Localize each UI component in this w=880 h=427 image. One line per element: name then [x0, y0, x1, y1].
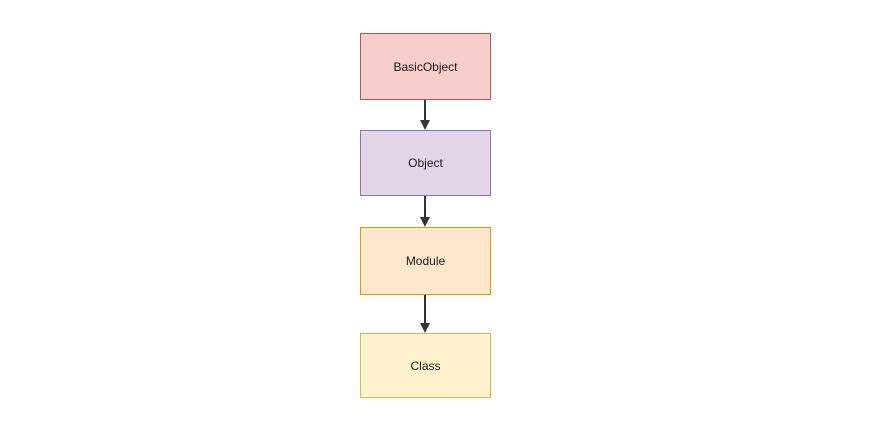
node-module-label: Module — [405, 254, 446, 268]
node-module: Module — [360, 227, 491, 295]
arrow-line — [424, 295, 426, 323]
arrow-head-icon — [420, 323, 430, 333]
node-class: Class — [360, 333, 491, 398]
arrow-head-icon — [420, 120, 430, 130]
node-class-label: Class — [410, 358, 441, 373]
arrow-object-to-module — [420, 196, 430, 227]
arrow-module-to-class — [420, 295, 430, 333]
arrow-basicobject-to-object — [420, 100, 430, 130]
node-basicobject: BasicObject — [360, 33, 491, 100]
node-basicobject-label: BasicObject — [393, 59, 458, 74]
node-object: Object — [360, 130, 491, 196]
arrow-line — [424, 196, 426, 217]
node-object-label: Object — [408, 156, 443, 170]
arrow-head-icon — [420, 217, 430, 227]
arrow-line — [424, 100, 426, 120]
